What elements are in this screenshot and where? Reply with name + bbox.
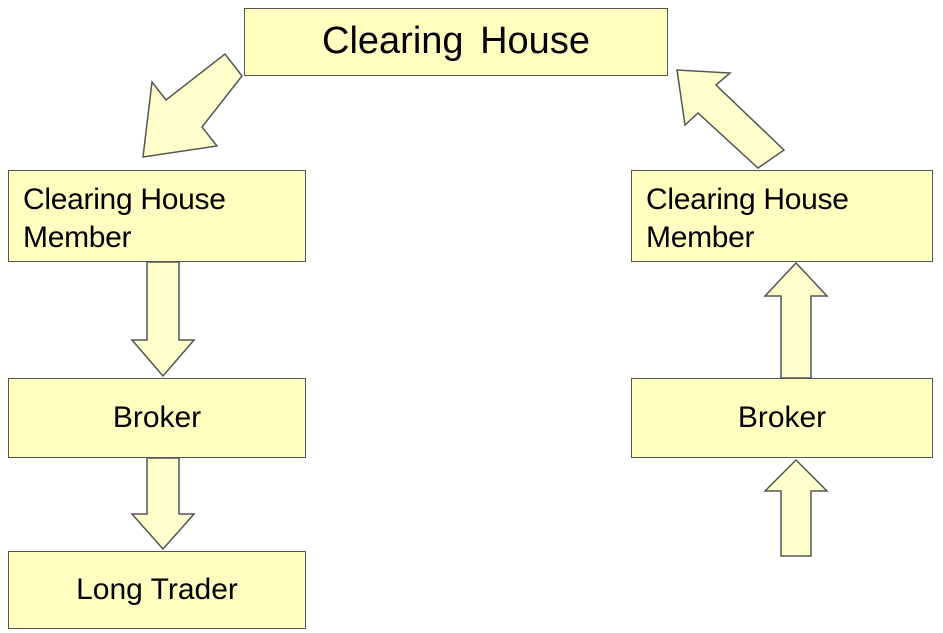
node-clearing-house-member-left: Clearing House Member (8, 170, 306, 262)
node-clearing-house: Clearing House (244, 8, 668, 76)
node-broker-right: Broker (631, 378, 933, 458)
node-clearing-house-member-left-label: Clearing House Member (23, 183, 226, 254)
arrow-right-broker-to-right-member (763, 261, 829, 379)
arrow-left-member-to-left-broker (130, 261, 196, 378)
arrow-into-right-broker (763, 458, 829, 557)
node-clearing-house-member-right: Clearing House Member (631, 170, 933, 262)
arrow-left-broker-to-long-trader (130, 457, 196, 551)
node-broker-right-label: Broker (737, 401, 827, 435)
node-clearing-house-member-right-label: Clearing House Member (646, 183, 849, 254)
node-clearing-house-label: Clearing House (322, 20, 590, 63)
arrow-clearing-house-to-left-member (142, 52, 243, 158)
node-long-trader: Long Trader (8, 551, 306, 629)
node-broker-left-label: Broker (112, 401, 202, 435)
node-long-trader-label: Long Trader (76, 573, 238, 607)
arrow-right-member-to-clearing-house (676, 69, 786, 169)
node-broker-left: Broker (8, 378, 306, 458)
